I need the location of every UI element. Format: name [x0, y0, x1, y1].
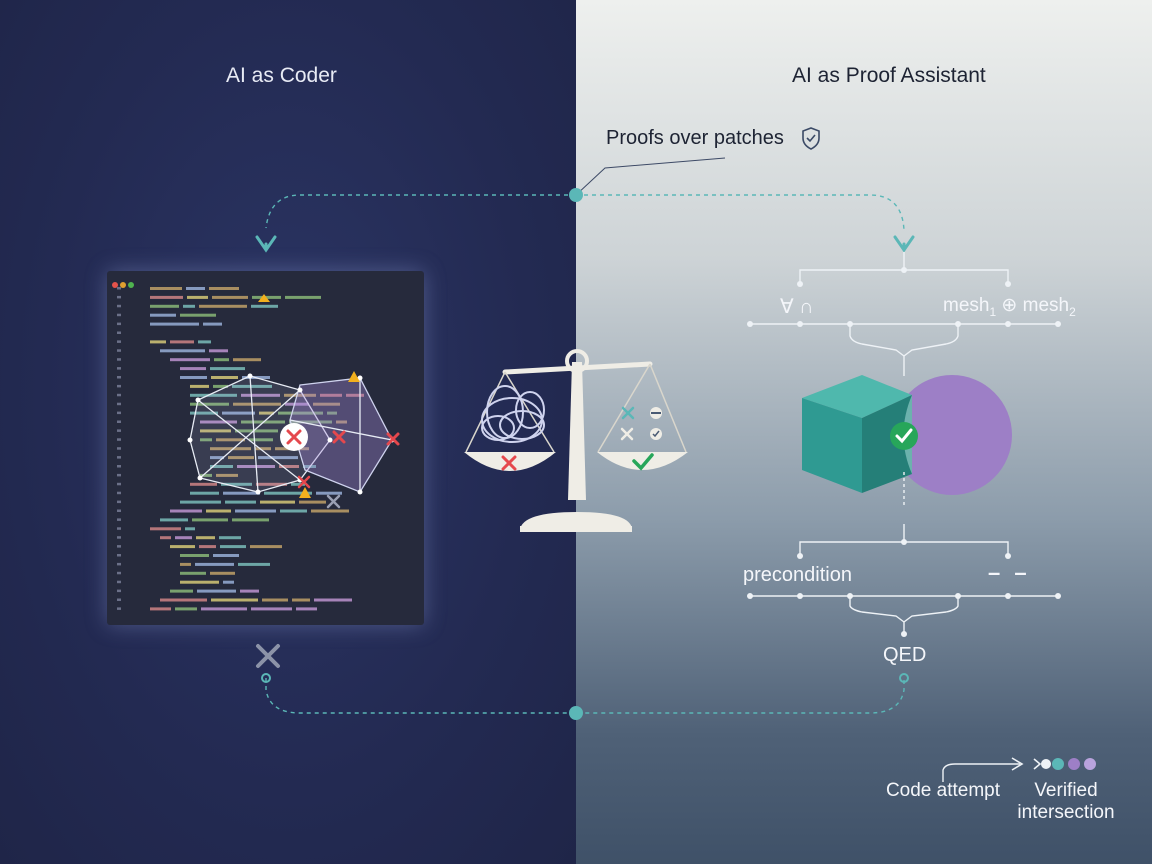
mesh-union-expression: mesh1 ⊕ mesh2 [943, 295, 1076, 319]
right-panel-title: AI as Proof Assistant [792, 64, 986, 87]
connector-loop [265, 194, 905, 714]
bottom-left-connector [265, 678, 576, 714]
minimize-dot-icon [120, 282, 126, 288]
mesh-intersection [802, 375, 1012, 505]
placeholder-dashes: – – [988, 560, 1031, 585]
left-panel-title: AI as Coder [226, 64, 337, 87]
verified-badge [890, 422, 918, 450]
cube-side [862, 395, 912, 493]
x-mark-icon [297, 475, 311, 489]
rejected-x-icon [256, 644, 280, 668]
x-mark-icon [286, 429, 302, 445]
close-dot-icon [112, 282, 118, 288]
x-mark-icon [501, 455, 517, 471]
sphere-mesh [892, 375, 1012, 495]
top-tree-nodes [747, 267, 1061, 327]
x-mark-icon [332, 430, 346, 444]
warning-triangle-icon [258, 294, 270, 302]
warning-triangle-icon [348, 371, 360, 382]
precondition-label: precondition [743, 564, 852, 586]
legend-arrow [942, 757, 1096, 782]
tagline: Proofs over patches [606, 127, 784, 150]
maximize-dot-icon [128, 282, 134, 288]
check-mark-icon [895, 428, 913, 444]
bottom-tree-nodes [747, 539, 1061, 637]
left-end-node [261, 673, 271, 683]
balance-scale-icon [464, 349, 688, 532]
top-right-connector [576, 194, 905, 231]
top-left-connector [265, 194, 576, 229]
right-down-chevron-icon [893, 235, 915, 253]
warning-triangle-icon [299, 487, 311, 498]
code-editor-window [107, 271, 424, 625]
tangled-code-icon [481, 385, 545, 443]
left-down-chevron-icon [255, 235, 277, 253]
tagline-text: Proofs over patches [606, 127, 784, 149]
legend-verified-intersection: Verified intersection [1017, 780, 1115, 823]
cube-front [802, 398, 862, 493]
wireframe-mesh [189, 375, 393, 493]
gray-x-icon [326, 494, 341, 509]
bottom-junction-node [569, 706, 583, 720]
quantifier-symbols: ∀ ∩ [780, 296, 814, 318]
x-mark-icon [386, 432, 400, 446]
legend-code-attempt: Code attempt [885, 780, 1001, 801]
code-lines [117, 287, 364, 611]
top-junction-node [569, 188, 583, 202]
right-end-node [899, 673, 909, 683]
check-mark-icon [632, 453, 654, 471]
window-controls [112, 275, 136, 293]
shield-check-icon [802, 127, 820, 150]
cube-top [802, 375, 912, 418]
bottom-right-connector [576, 680, 905, 714]
tagline-leader-line [575, 157, 726, 196]
qed-label: QED [883, 644, 927, 666]
